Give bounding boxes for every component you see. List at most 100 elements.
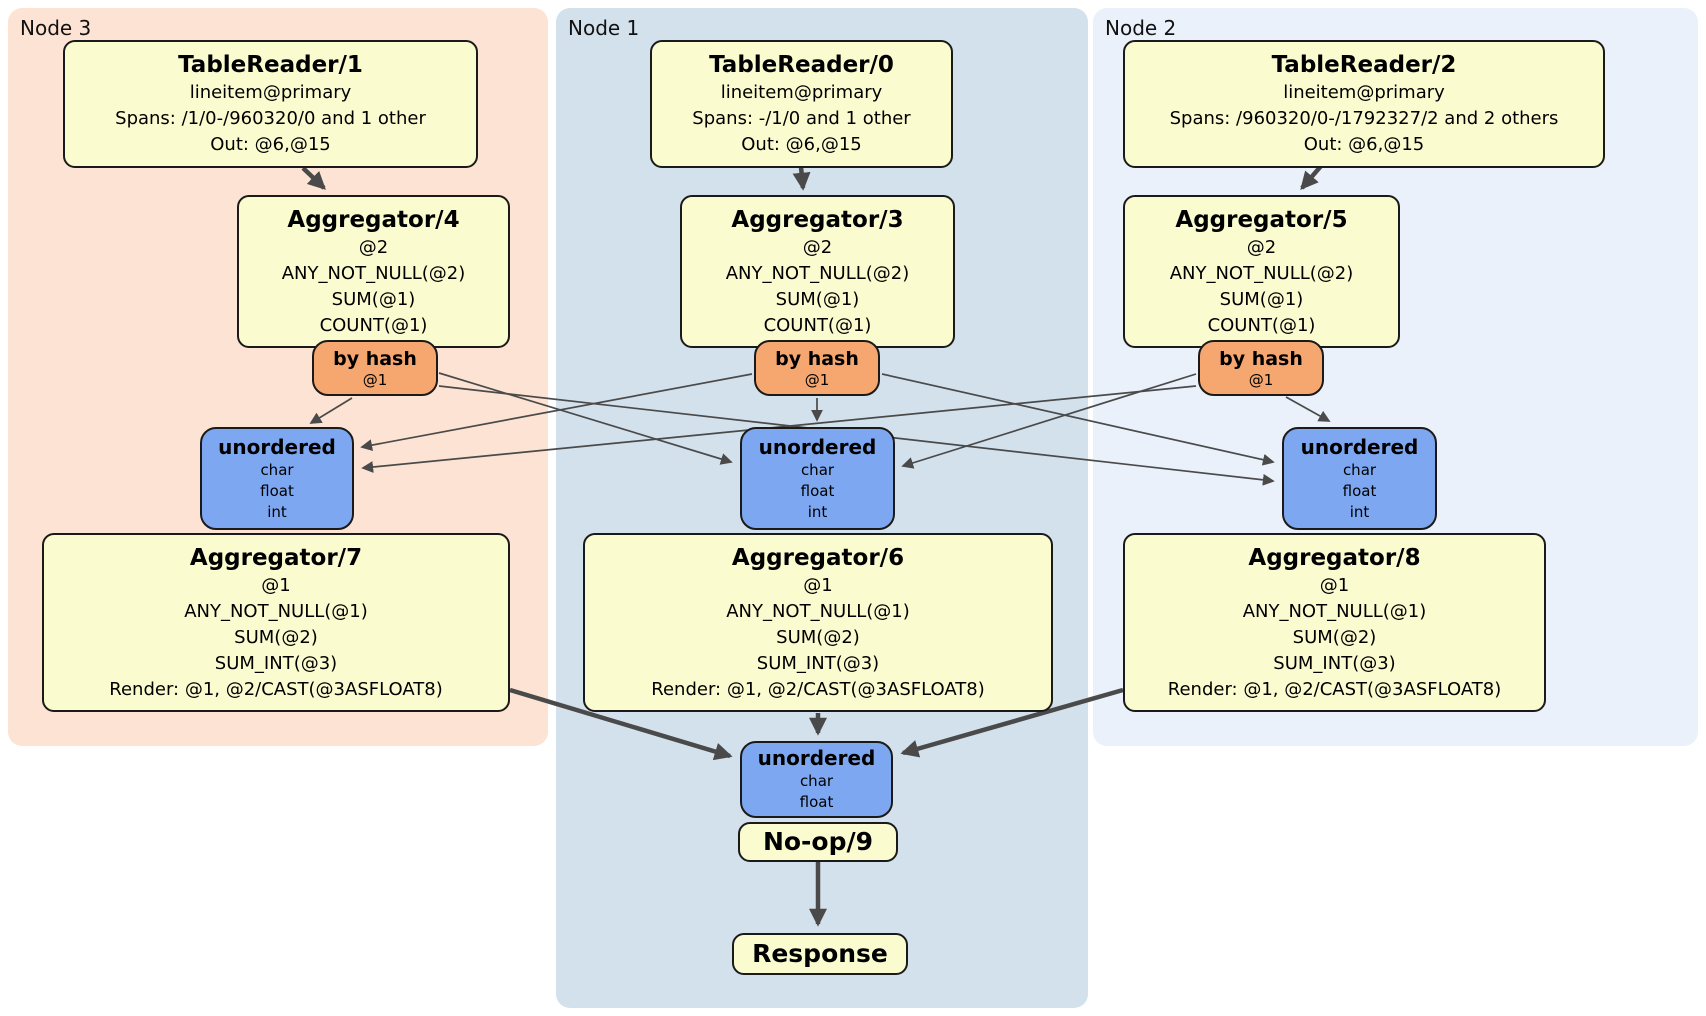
- aggregator-8-box: Aggregator/8 @1 ANY_NOT_NULL(@1) SUM(@2)…: [1123, 533, 1546, 712]
- box-title: Aggregator/4: [287, 206, 460, 233]
- box-line: ANY_NOT_NULL(@2): [725, 262, 910, 284]
- by-hash-router-agg3: by hash @1: [754, 340, 880, 396]
- aggregator-7-box: Aggregator/7 @1 ANY_NOT_NULL(@1) SUM(@2)…: [42, 533, 510, 712]
- tablereader-0-box: TableReader/0 lineitem@primary Spans: -/…: [650, 40, 953, 168]
- box-line: Render: @1, @2/CAST(@3ASFLOAT8): [109, 678, 443, 700]
- edge-bh4-unmid: [438, 372, 733, 465]
- edge-tr2-agg5: [1300, 164, 1323, 191]
- box-line: Spans: /1/0-/960320/0 and 1 other: [115, 108, 426, 129]
- box-line: int: [807, 502, 828, 521]
- by-hash-router-agg4: by hash @1: [312, 340, 438, 396]
- box-line: SUM_INT(@3): [1273, 652, 1396, 674]
- box-line: COUNT(@1): [1207, 314, 1316, 336]
- box-line: lineitem@primary: [189, 82, 352, 103]
- edge-bh5-unmid: [901, 373, 1197, 469]
- noop-box: No-op/9: [738, 822, 898, 862]
- box-line: @2: [802, 236, 833, 258]
- box-line: @1: [804, 370, 830, 389]
- box-line: COUNT(@1): [763, 314, 872, 336]
- box-title: TableReader/2: [1271, 52, 1457, 78]
- box-line: Render: @1, @2/CAST(@3ASFLOAT8): [1167, 678, 1502, 700]
- by-hash-router-agg5: by hash @1: [1198, 340, 1324, 396]
- box-line: float: [800, 481, 835, 500]
- box-title: unordered: [757, 746, 876, 770]
- box-line: Render: @1, @2/CAST(@3ASFLOAT8): [651, 678, 985, 700]
- box-title: unordered: [218, 434, 336, 459]
- box-line: char: [1342, 460, 1377, 479]
- unordered-sync-node2: unordered char float int: [1282, 427, 1437, 530]
- box-title: TableReader/1: [178, 52, 363, 78]
- box-line: int: [1349, 502, 1370, 521]
- aggregator-5-box: Aggregator/5 @2 ANY_NOT_NULL(@2) SUM(@1)…: [1123, 195, 1400, 348]
- edge-bh3-unleft: [360, 373, 753, 451]
- box-line: lineitem@primary: [720, 82, 883, 103]
- box-line: Spans: /960320/0-/1792327/2 and 2 others: [1169, 108, 1559, 129]
- box-line: ANY_NOT_NULL(@1): [184, 600, 368, 622]
- box-title: by hash: [775, 347, 859, 370]
- box-line: @1: [362, 370, 388, 389]
- box-title: unordered: [758, 434, 877, 459]
- edge-agg8-unordered: [900, 687, 1124, 758]
- box-line: @1: [803, 574, 833, 596]
- tablereader-2-box: TableReader/2 lineitem@primary Spans: /9…: [1123, 40, 1605, 168]
- box-line: ANY_NOT_NULL(@1): [1242, 600, 1427, 622]
- edge-agg7-unordered: [509, 687, 733, 761]
- node3-label: Node 3: [20, 16, 92, 40]
- box-line: SUM(@2): [1292, 626, 1377, 648]
- box-line: Out: @6,@15: [1303, 134, 1425, 155]
- aggregator-4-box: Aggregator/4 @2 ANY_NOT_NULL(@2) SUM(@1)…: [237, 195, 510, 348]
- box-title: Aggregator/5: [1175, 206, 1348, 233]
- tablereader-1-box: TableReader/1 lineitem@primary Spans: /1…: [63, 40, 478, 168]
- box-line: @1: [1319, 574, 1350, 596]
- response-box: Response: [732, 933, 908, 975]
- box-line: float: [799, 793, 834, 811]
- box-line: Out: @6,@15: [741, 134, 862, 155]
- box-line: SUM(@1): [775, 288, 860, 310]
- box-line: ANY_NOT_NULL(@2): [1169, 262, 1354, 284]
- box-title: Aggregator/3: [731, 206, 904, 233]
- box-title: by hash: [333, 347, 417, 370]
- edge-bh3-unright: [881, 373, 1275, 466]
- box-title: unordered: [1300, 434, 1419, 459]
- box-title: by hash: [1219, 347, 1303, 370]
- box-title: Response: [752, 939, 888, 968]
- node1-label: Node 1: [568, 16, 640, 40]
- box-line: @2: [1246, 236, 1277, 258]
- box-title: TableReader/0: [709, 52, 894, 78]
- edge-tr1-agg4: [301, 166, 326, 190]
- box-line: SUM(@1): [331, 288, 416, 310]
- unordered-sync-node1: unordered char float int: [740, 427, 895, 530]
- edge-bh5-unright: [1285, 396, 1331, 422]
- box-line: @1: [1248, 370, 1274, 389]
- box-title: No-op/9: [762, 827, 874, 856]
- edge-bh4-unleft: [309, 397, 353, 424]
- box-line: int: [267, 502, 287, 521]
- unordered-sync-node3: unordered char float int: [200, 427, 354, 530]
- aggregator-6-box: Aggregator/6 @1 ANY_NOT_NULL(@1) SUM(@2)…: [583, 533, 1053, 712]
- box-line: SUM(@2): [234, 626, 318, 648]
- box-title: Aggregator/7: [189, 544, 363, 571]
- box-line: @2: [358, 236, 389, 258]
- box-line: @1: [261, 574, 291, 596]
- box-line: Out: @6,@15: [210, 134, 331, 155]
- aggregator-3-box: Aggregator/3 @2 ANY_NOT_NULL(@2) SUM(@1)…: [680, 195, 955, 348]
- box-line: SUM(@2): [776, 626, 860, 648]
- box-line: char: [260, 460, 294, 479]
- box-line: lineitem@primary: [1283, 82, 1445, 103]
- box-line: COUNT(@1): [319, 314, 428, 336]
- box-line: SUM_INT(@3): [214, 652, 338, 674]
- box-line: float: [260, 481, 294, 500]
- box-line: Spans: -/1/0 and 1 other: [692, 108, 911, 129]
- box-line: ANY_NOT_NULL(@2): [281, 262, 466, 284]
- box-line: SUM(@1): [1219, 288, 1304, 310]
- box-line: float: [1342, 481, 1377, 500]
- edge-tr0-agg3: [792, 166, 811, 191]
- box-line: char: [800, 460, 835, 479]
- box-line: SUM_INT(@3): [756, 652, 880, 674]
- unordered-sync-final: unordered char float: [740, 741, 893, 818]
- node2-label: Node 2: [1105, 16, 1177, 40]
- box-line: char: [799, 772, 834, 790]
- box-title: Aggregator/6: [731, 544, 905, 571]
